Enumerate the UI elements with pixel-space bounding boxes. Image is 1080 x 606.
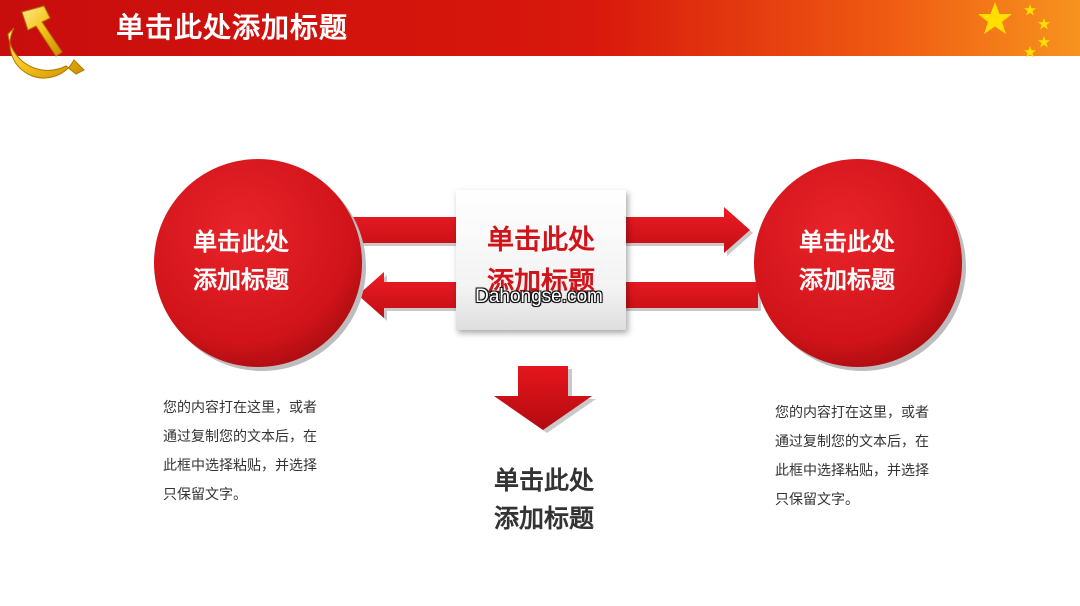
center-box-title-line2: 添加标题 <box>487 267 595 298</box>
right-circle-title-line1: 单击此处 <box>799 228 895 256</box>
right-description-line: 通过复制您的文本后，在 <box>775 434 929 450</box>
left-description-line: 只保留文字。 <box>163 487 247 503</box>
bottom-title: 单击此处 添加标题 <box>454 462 634 538</box>
left-circle-title-line1: 单击此处 <box>193 228 289 256</box>
left-circle-title: 单击此处 添加标题 <box>151 223 331 299</box>
center-box-title: 单击此处 添加标题 <box>456 220 626 304</box>
left-description-line: 通过复制您的文本后，在 <box>163 429 317 445</box>
right-circle-title: 单击此处 添加标题 <box>757 223 937 299</box>
left-description-line: 此框中选择粘贴，并选择 <box>163 458 317 474</box>
center-box: 单击此处 添加标题 <box>456 190 626 330</box>
center-box-title-line1: 单击此处 <box>487 225 595 256</box>
bottom-title-line1: 单击此处 <box>493 466 594 495</box>
watermark-text: Dahongse.com <box>475 286 603 307</box>
right-description-line: 此框中选择粘贴，并选择 <box>775 463 929 479</box>
star-icon <box>978 2 1050 58</box>
right-circle <box>754 159 966 371</box>
right-circle-title-line2: 添加标题 <box>799 266 895 294</box>
down-arrow <box>494 366 596 433</box>
bottom-title-line2: 添加标题 <box>493 504 594 533</box>
left-description: 您的内容打在这里，或者 通过复制您的文本后，在 此框中选择粘贴，并选择 只保留文… <box>163 394 363 510</box>
left-description-line: 您的内容打在这里，或者 <box>163 400 317 416</box>
page-title: 单击此处添加标题 <box>116 11 349 44</box>
header-bar <box>0 0 1080 56</box>
right-description-line: 只保留文字。 <box>775 492 859 508</box>
right-description: 您的内容打在这里，或者 通过复制您的文本后，在 此框中选择粘贴，并选择 只保留文… <box>775 399 975 515</box>
right-description-line: 您的内容打在这里，或者 <box>775 405 929 421</box>
hammer-sickle-icon <box>7 5 85 79</box>
left-circle-title-line2: 添加标题 <box>193 266 289 294</box>
left-circle <box>154 159 366 371</box>
